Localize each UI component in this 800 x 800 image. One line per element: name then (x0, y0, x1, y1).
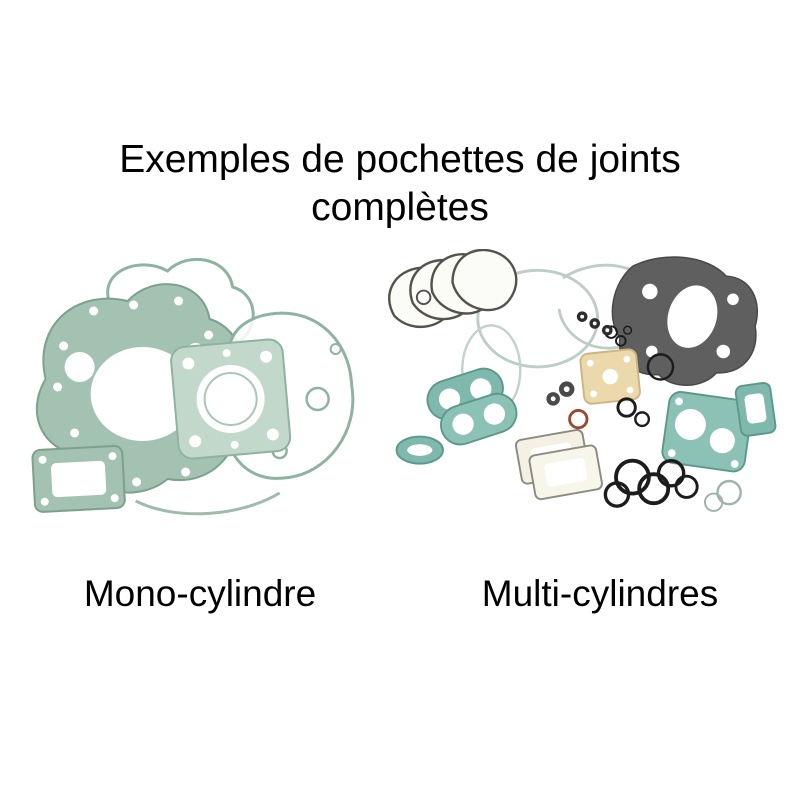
title-line1: Exemples de pochettes de joints (119, 138, 681, 181)
gasket-kit-illustrations (0, 248, 800, 539)
label-mono-cylindre: Mono-cylindre (83, 572, 317, 614)
label-multi-cylindres: Multi-cylindres (481, 572, 719, 614)
caption-row: Mono-cylindre Multi-cylindres (0, 573, 800, 615)
mono-cylinder-illustration (16, 249, 369, 539)
mono-cylinder-gasket-kit-graphic (31, 257, 355, 515)
multi-cylinder-illustration (369, 248, 784, 539)
title-line2: complètes (311, 186, 489, 230)
page-title: Exemples de pochettes de joints complètes (0, 136, 800, 233)
multi-cylinder-gasket-kit-graphic (388, 248, 777, 512)
